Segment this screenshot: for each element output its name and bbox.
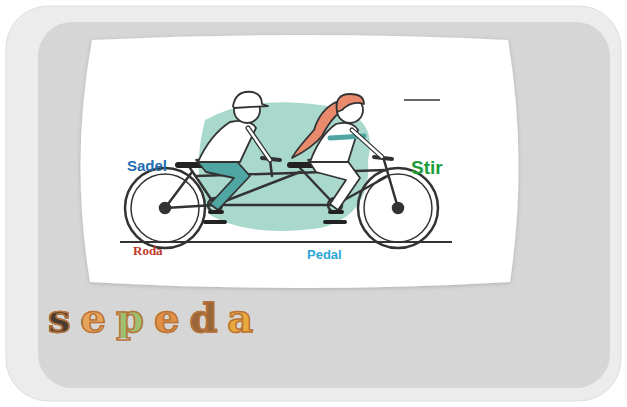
part-label: Roda [133, 244, 163, 257]
boy-rider [196, 92, 270, 212]
boy-arm-fill [248, 128, 270, 160]
bicycle [125, 157, 438, 248]
boy-arm [248, 128, 270, 160]
boy-pants [196, 156, 250, 210]
pedals [205, 220, 345, 224]
girl-arm [352, 130, 382, 157]
fork [384, 160, 398, 208]
lower-tube [215, 204, 335, 207]
boy-cap [233, 92, 268, 108]
girl-pants [308, 156, 360, 210]
boy-shoe [210, 210, 222, 214]
girl-rider [292, 94, 382, 212]
picture-panel [80, 35, 518, 288]
seat-stay [165, 172, 192, 208]
part-label: Sadel [127, 158, 167, 173]
inner-frame [38, 22, 610, 388]
part-label: Pedal [307, 248, 342, 261]
girl-arm-fill [352, 130, 382, 157]
word-label: sepeda [48, 298, 263, 338]
rear-wheel [125, 168, 205, 248]
part-label: Stir [411, 158, 443, 177]
girl-shoe [330, 210, 342, 214]
girl-hair-top [337, 94, 364, 112]
outer-frame [6, 6, 621, 401]
leader-line [404, 99, 440, 101]
